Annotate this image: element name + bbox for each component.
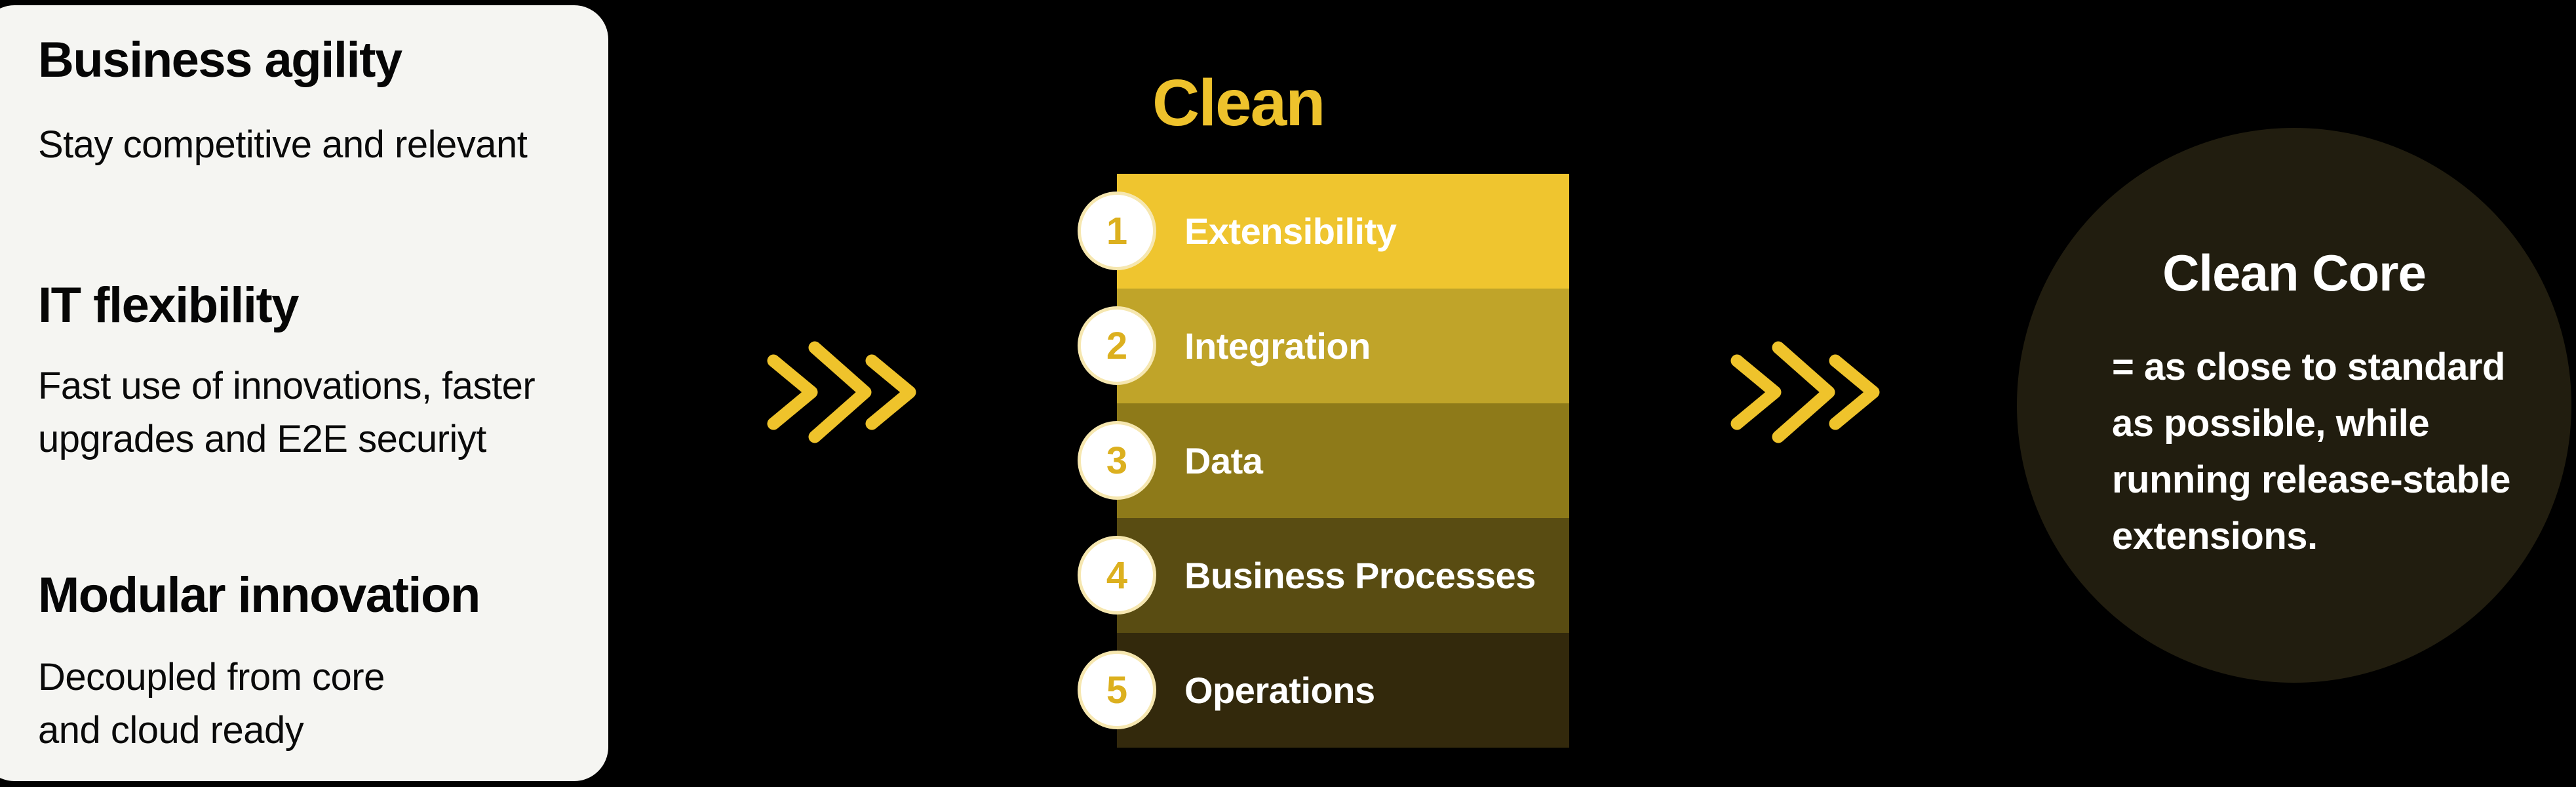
layer-number-badge: 1 xyxy=(1078,192,1156,270)
stack-layer-operations: 5 Operations xyxy=(1078,633,1569,748)
layer-label: Operations xyxy=(1184,670,1375,711)
stack-layer-extensibility: 1 Extensibility xyxy=(1078,174,1569,289)
benefit-body-modular-innovation: Decoupled from core and cloud ready xyxy=(38,656,385,752)
layer-label: Business Processes xyxy=(1184,555,1536,596)
stack-layer-data: 3 Data xyxy=(1078,403,1569,518)
benefits-card: Business agility Stay competitive and re… xyxy=(0,5,608,781)
clean-core-definition: = as close to standard as possible, whil… xyxy=(2112,346,2510,557)
layer-label: Extensibility xyxy=(1184,211,1397,252)
benefit-heading-business-agility: Business agility xyxy=(38,32,402,88)
stack-layer-integration: 2 Integration xyxy=(1078,289,1569,403)
layer-number-badge: 5 xyxy=(1078,651,1156,729)
clean-core-heading: Clean Core xyxy=(2162,244,2427,302)
layer-number-badge: 3 xyxy=(1078,421,1156,500)
clean-core-circle: Clean Core = as close to standard as pos… xyxy=(2017,128,2571,683)
benefit-heading-it-flexibility: IT flexibility xyxy=(38,277,300,333)
triple-chevron-right-icon xyxy=(1730,341,1880,443)
layer-label: Data xyxy=(1184,440,1263,481)
clean-stack-title: Clean xyxy=(1152,66,1325,140)
triple-chevron-right-icon xyxy=(767,341,916,443)
stack-layer-business-processes: 4 Business Processes xyxy=(1078,518,1569,633)
benefit-heading-modular-innovation: Modular innovation xyxy=(38,567,480,623)
layer-number-badge: 4 xyxy=(1078,536,1156,615)
clean-stack: 1 Extensibility 2 Integration 3 Data 4 B… xyxy=(1078,174,1569,748)
layer-number-badge: 2 xyxy=(1078,306,1156,385)
benefit-body-it-flexibility: Fast use of innovations, faster upgrades… xyxy=(38,365,536,460)
layer-label: Integration xyxy=(1184,325,1371,367)
benefit-body-business-agility: Stay competitive and relevant xyxy=(38,123,528,166)
